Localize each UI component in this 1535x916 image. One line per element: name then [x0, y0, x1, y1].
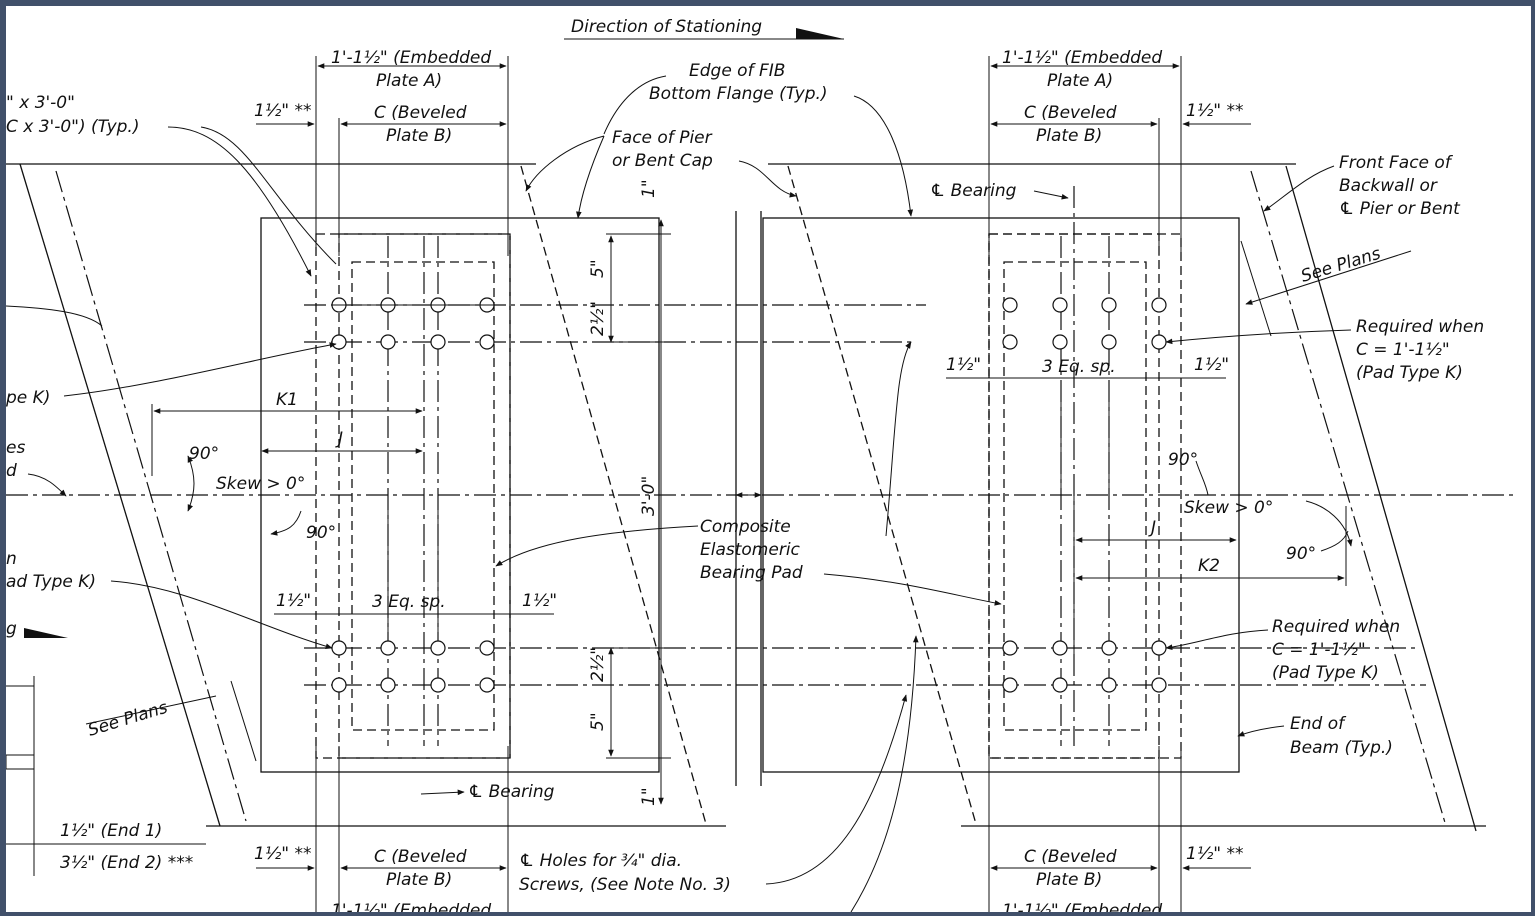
label-ang-90-d: 90° — [1286, 544, 1316, 564]
label-end-beam1: End of — [1290, 714, 1347, 734]
direction-of-stationing — [564, 28, 844, 40]
label-bev-b-bl2: Plate B) — [386, 870, 452, 890]
leader-lines — [6, 75, 1412, 912]
label-bev-b-tl2: Plate B) — [386, 126, 452, 146]
label-dim-5-top: 5" — [588, 259, 608, 278]
label-end-beam2: Beam (Typ.) — [1290, 738, 1393, 758]
label-bev-b-br1: C (Beveled — [1024, 847, 1117, 867]
label-dim-15-tl: 1½" ** — [254, 101, 312, 121]
label-pe-k: pe K) — [6, 388, 50, 408]
label-edge-fib1: Edge of FIB — [689, 61, 785, 81]
label-face-pier1: Face of Pier — [612, 128, 713, 148]
label-cut-1: " x 3'-0" — [6, 93, 75, 113]
label-j-left: J — [335, 429, 343, 449]
label-front-face3: ℄ Pier or Bent — [1339, 199, 1461, 219]
label-front-face1: Front Face of — [1339, 153, 1454, 173]
label-emb-a-tr2: Plate A) — [1047, 71, 1113, 91]
label-face-pier2: or Bent Cap — [612, 151, 713, 171]
label-req-r1-1: Required when — [1356, 317, 1484, 337]
label-comp-pad1: Composite — [700, 517, 791, 537]
label-bev-b-br2: Plate B) — [1036, 870, 1102, 890]
label-r-15-r: 1½" — [1194, 355, 1229, 375]
right-plate-assembly — [988, 56, 1182, 912]
label-req-r1-3: (Pad Type K) — [1356, 363, 1463, 383]
label-emb-br1: 1'-1½" (Embedded — [1002, 901, 1162, 912]
label-r-15-l: 1½" — [946, 355, 981, 375]
label-emb-a-tl1: 1'-1½" (Embedded — [331, 48, 491, 68]
label-skew-l: Skew > 0° — [216, 474, 305, 494]
label-edge-fib2: Bottom Flange (Typ.) — [649, 84, 828, 104]
label-l-15-l: 1½" — [276, 591, 311, 611]
label-bearing-bot: ℄ Bearing — [468, 782, 555, 802]
label-comp-pad2: Elastomeric — [700, 540, 801, 560]
label-j-right: J — [1148, 518, 1156, 538]
label-g: g — [6, 619, 17, 639]
label-holes1: ℄ Holes for ¾" dia. — [519, 851, 682, 871]
label-n: n — [6, 549, 17, 569]
label-emb-a-tl2: Plate A) — [376, 71, 442, 91]
label-k2: K2 — [1198, 556, 1220, 576]
label-dim-30: 3'-0" — [639, 476, 659, 516]
label-req-r2-3: (Pad Type K) — [1272, 663, 1379, 683]
label-front-face2: Backwall or — [1339, 176, 1438, 196]
label-end1: 1½" (End 1) — [60, 821, 162, 841]
label-l-3eq: 3 Eq. sp. — [372, 592, 446, 612]
label-dim-1-top: 1" — [639, 179, 659, 198]
label-end2: 3½" (End 2) *** — [60, 853, 193, 873]
label-cut-2: C x 3'-0") (Typ.) — [6, 117, 139, 137]
label-emb-bl1: 1'-1½" (Embedded — [331, 901, 491, 912]
dimension-lines — [151, 63, 1347, 871]
label-r-3eq: 3 Eq. sp. — [1042, 357, 1116, 377]
label-emb-a-tr1: 1'-1½" (Embedded — [1002, 48, 1162, 68]
label-ang-90-b: 90° — [306, 523, 336, 543]
label-holes2: Screws, (See Note No. 3) — [519, 875, 731, 895]
label-bev-b-tl1: C (Beveled — [374, 103, 467, 123]
label-direction: Direction of Stationing — [571, 17, 762, 37]
bearing-plate-drawing: Direction of Stationing 1'-1½" (Embedded… — [6, 17, 1516, 912]
drawing-viewport: Direction of Stationing 1'-1½" (Embedded… — [6, 6, 1531, 912]
label-skew-r: Skew > 0° — [1184, 498, 1273, 518]
label-req-r2-1: Required when — [1272, 617, 1400, 637]
label-dim-15-bl: 1½" ** — [254, 844, 312, 864]
label-ad-type-k: ad Type K) — [6, 572, 96, 592]
label-dim-25-bot: 2½" — [588, 647, 608, 682]
label-bev-b-tr1: C (Beveled — [1024, 103, 1117, 123]
label-dim-25-top: 2½" — [588, 301, 608, 336]
label-es: es — [6, 438, 25, 458]
label-see-plans-r: See Plans — [1299, 244, 1384, 287]
label-comp-pad3: Bearing Pad — [700, 563, 803, 583]
label-d: d — [6, 461, 17, 481]
label-k1: K1 — [276, 390, 298, 410]
label-bearing-top: ℄ Bearing — [930, 181, 1017, 201]
label-dim-15-br: 1½" ** — [1186, 844, 1244, 864]
drawing-labels: Direction of Stationing 1'-1½" (Embedded… — [6, 17, 1484, 912]
label-see-plans-l: See Plans — [86, 698, 171, 741]
label-ang-90-c: 90° — [1168, 450, 1198, 470]
label-dim-15-tr: 1½" ** — [1186, 101, 1244, 121]
label-dim-5-bot: 5" — [588, 712, 608, 731]
holes-right — [1002, 297, 1167, 693]
label-l-15-r: 1½" — [522, 591, 557, 611]
label-bev-b-tr2: Plate B) — [1036, 126, 1102, 146]
label-req-r1-2: C = 1'-1½" — [1356, 340, 1450, 360]
label-ang-90-a: 90° — [189, 444, 219, 464]
label-req-r2-2: C = 1'-1½" — [1272, 640, 1366, 660]
holes-left — [331, 297, 501, 693]
label-dim-1-bot: 1" — [639, 787, 659, 806]
label-bev-b-bl1: C (Beveled — [374, 847, 467, 867]
beam-ends-outline — [6, 163, 1486, 827]
